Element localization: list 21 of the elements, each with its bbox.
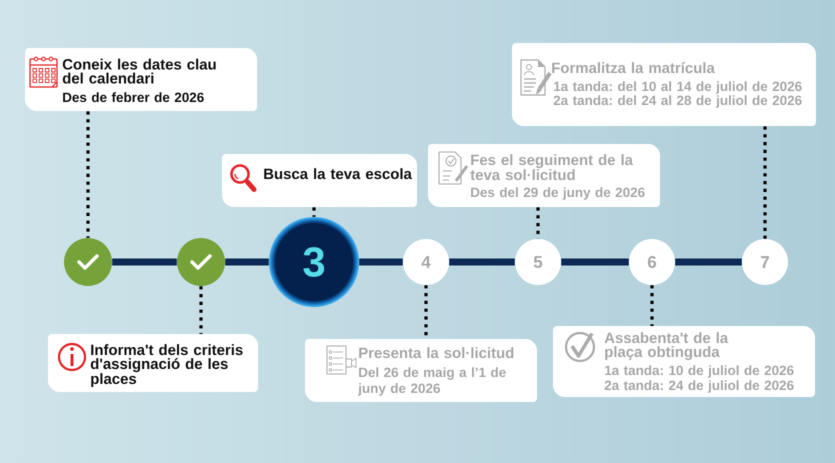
timeline-line	[561, 258, 629, 266]
dotted-line	[763, 126, 767, 239]
timeline-line	[675, 258, 742, 266]
timeline-line	[225, 258, 269, 266]
step-box: Presenta la sol·licitud Del 26 de maig a l’1 de juny de 2026	[305, 339, 537, 402]
step-box: Coneix les dates clau del calendari Des de febrer de 2026	[25, 48, 257, 111]
step-circle	[64, 238, 112, 286]
step-box: Formalitza la matrícula 1a tanda: del 10 al 14 de juliol de 2026 2a tanda: del 24 al 28 de juliol de 2026	[512, 43, 816, 126]
step-circle	[177, 238, 225, 286]
timeline-line	[112, 258, 177, 266]
timeline-line	[449, 258, 515, 266]
step-box: Fes el seguiment de la teva sol·licitud Des del 29 de juny de 2026	[428, 144, 660, 207]
timeline-line	[359, 258, 403, 266]
dotted-line	[86, 111, 90, 238]
step-box: Assabenta't de la plaça obtinguda 1a tanda: 10 de juliol de 2026 2a tanda: 24 de juliol de 2026	[553, 326, 815, 397]
dotted-line	[312, 207, 316, 217]
step-box: Busca la teva escola	[222, 154, 417, 207]
dotted-line	[650, 285, 654, 326]
dotted-line	[199, 286, 203, 334]
dotted-line	[536, 207, 540, 239]
step-box: Informa't dels criteris d'assignació de les places	[48, 334, 258, 392]
